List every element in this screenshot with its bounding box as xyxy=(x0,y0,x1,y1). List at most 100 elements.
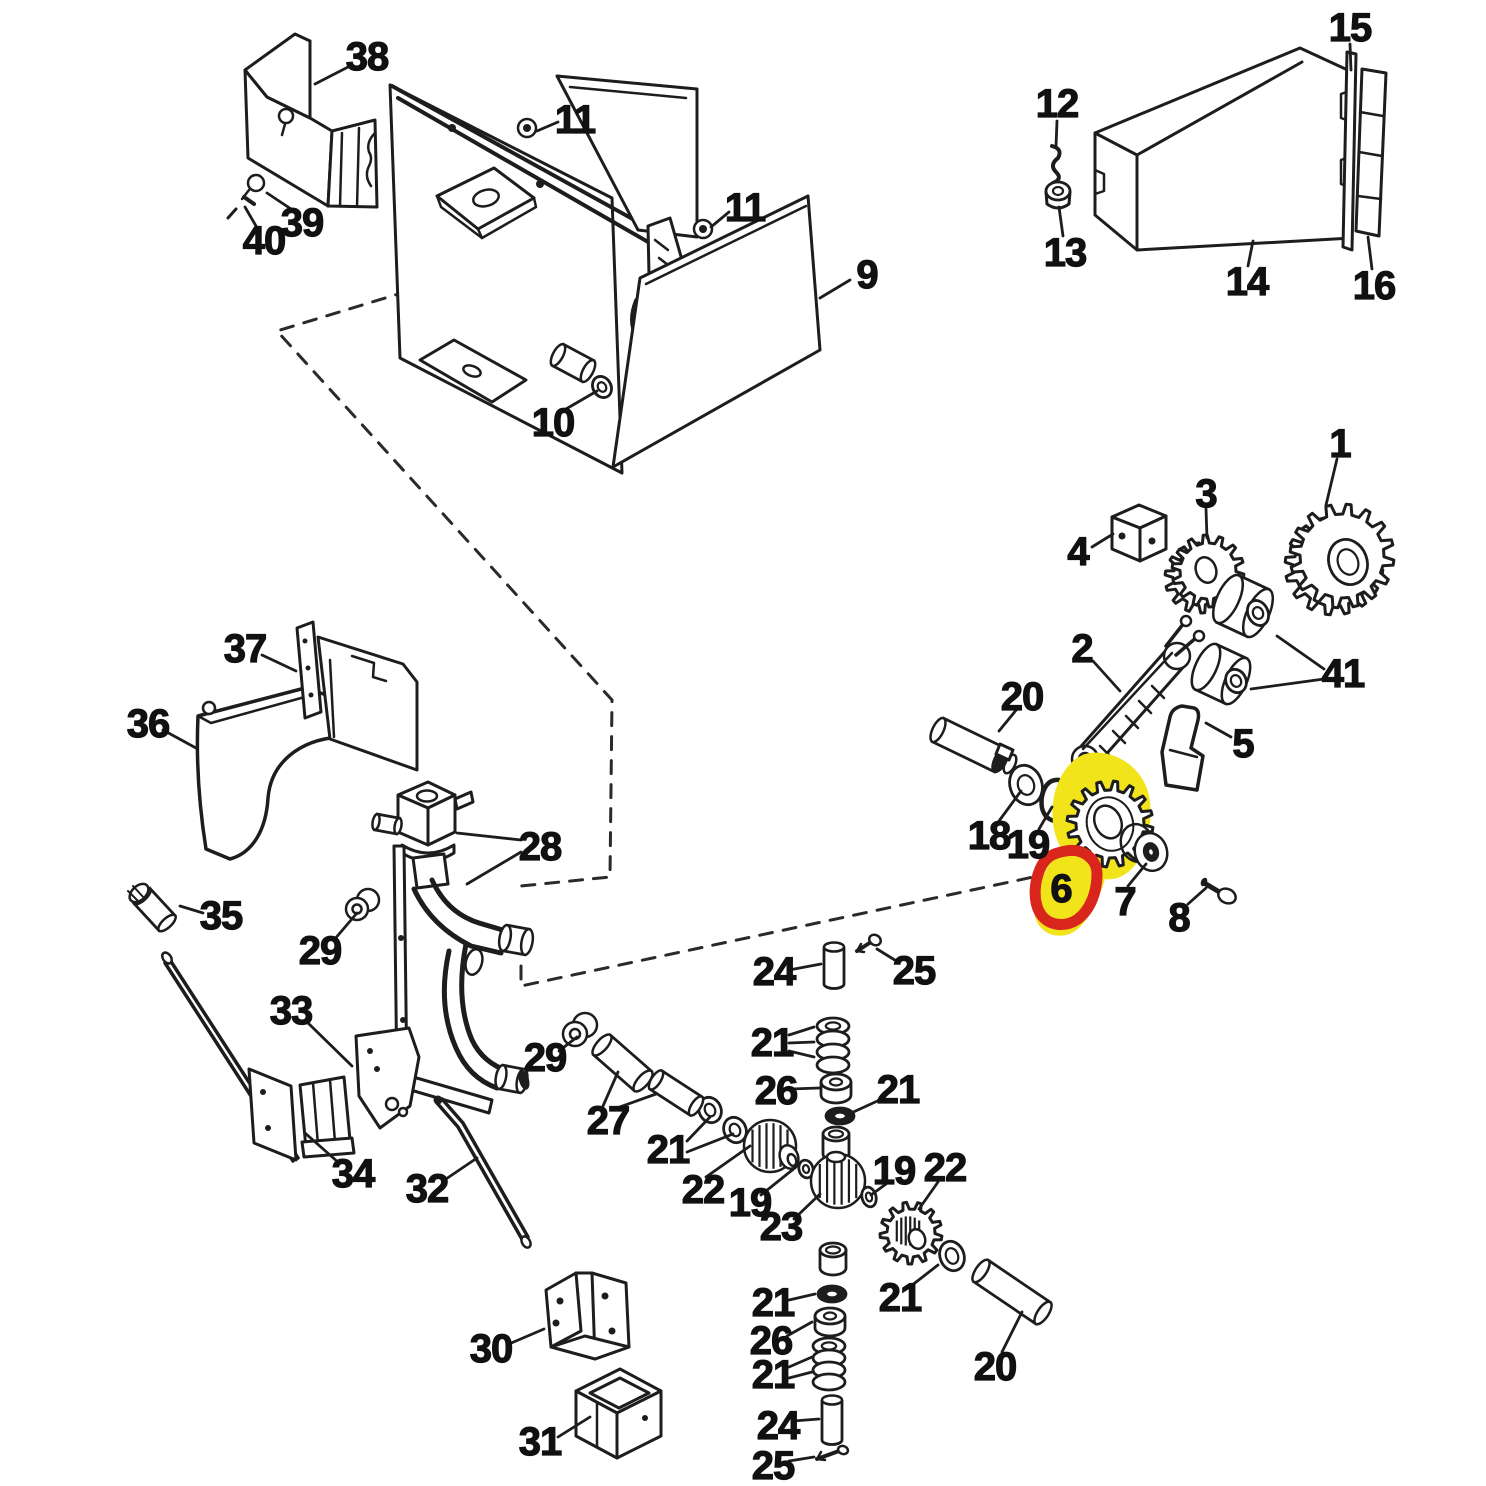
part-shape-128-hole xyxy=(824,1245,842,1255)
part-label-38-0: 38 xyxy=(346,35,389,79)
part-shape-52 xyxy=(1357,150,1384,158)
leader-line-part-19-40 xyxy=(759,1165,798,1197)
leader-line-part-24-56 xyxy=(791,1417,821,1423)
part-shape-134 xyxy=(815,1450,827,1462)
part-label-28-26: 28 xyxy=(519,825,562,869)
leader-line-part-19-21 xyxy=(1037,805,1054,831)
leader-line-part-32-37 xyxy=(441,1156,479,1183)
part-shape-111-hole xyxy=(828,1077,844,1087)
part-label-8-23: 8 xyxy=(1168,896,1190,940)
part-shape-193 xyxy=(328,1078,337,1144)
part-shape-16 xyxy=(448,124,456,132)
part-shape-53 xyxy=(1356,194,1383,201)
part-shape-189 xyxy=(260,1089,266,1095)
leader-line-part-28-25 xyxy=(465,850,523,886)
part-shape-174 xyxy=(464,948,484,976)
part-shape-176 xyxy=(518,1070,530,1090)
part-label-22-40: 22 xyxy=(682,1168,725,1212)
leader-line-part-16-11 xyxy=(1366,235,1374,271)
leader-line-part-22-44 xyxy=(917,1180,940,1211)
part-shape-30-front xyxy=(579,358,597,384)
part-shape-141 xyxy=(196,693,314,725)
part-shape-51 xyxy=(1358,110,1385,118)
leader-line-part-27-29 xyxy=(615,1092,658,1110)
part-shape-31-inner xyxy=(596,381,608,393)
part-shape-184 xyxy=(367,1048,373,1054)
part-shape-135 xyxy=(836,1444,850,1456)
part-label-21-50: 21 xyxy=(879,1276,922,1320)
part-shape-139-front xyxy=(687,1095,705,1117)
part-shape-138-front xyxy=(632,1069,654,1093)
part-shape-113-hole xyxy=(827,1129,845,1139)
leader-line-part-28-24 xyxy=(455,831,523,842)
part-shape-117 xyxy=(786,1152,798,1168)
leader-line-part-12-7 xyxy=(1054,119,1059,148)
part-shape-166 xyxy=(398,935,404,941)
part-shape-197 xyxy=(433,1095,443,1105)
leader-line-part-4-14 xyxy=(1090,532,1115,549)
part-shape-211 xyxy=(642,1415,648,1421)
part-shape-108 xyxy=(867,933,883,947)
part-shape-136-inner xyxy=(703,1102,717,1118)
part-shape-64 xyxy=(1148,537,1156,545)
part-label-5-18: 5 xyxy=(1232,722,1254,766)
part-shape-63 xyxy=(1118,532,1126,540)
part-shape-49 xyxy=(1341,50,1358,252)
leader-line-part-11-1 xyxy=(535,120,560,133)
leader-line-part-9-4 xyxy=(818,278,852,300)
part-shape-131-coil-3 xyxy=(811,1372,847,1392)
leader-line-part-37-34 xyxy=(260,653,298,673)
leader-line-part-23-41 xyxy=(792,1192,822,1221)
part-shape-87 xyxy=(1002,753,1018,775)
part-shape-79 xyxy=(1111,729,1127,745)
leader-line-part-27-28 xyxy=(601,1070,620,1108)
part-shape-203 xyxy=(556,1297,564,1305)
part-shape-139-back xyxy=(647,1069,665,1091)
part-label-16-11: 16 xyxy=(1353,264,1396,308)
part-shape-21 xyxy=(523,124,531,132)
leader-line-part-26-53 xyxy=(785,1320,814,1338)
leader-line-part-21-31 xyxy=(685,1132,735,1154)
part-shape-84 xyxy=(1168,748,1199,759)
part-shape-7 xyxy=(277,107,295,125)
part-shape-161-back xyxy=(371,812,381,832)
leader-line-part-18-20 xyxy=(997,789,1023,823)
part-shape-140 xyxy=(195,686,344,861)
part-shape-145 xyxy=(305,665,311,671)
part-shape-109 xyxy=(855,942,866,954)
leader-line-part-36-33 xyxy=(161,728,198,750)
leader-line-part-21-30 xyxy=(685,1115,712,1143)
part-shape-186 xyxy=(384,1096,400,1112)
part-shape-89-inner xyxy=(1016,774,1036,796)
leader-line-part-1-12 xyxy=(1324,457,1339,507)
part-label-27-31: 27 xyxy=(587,1099,630,1143)
part-shape-153 xyxy=(127,890,141,904)
part-shape-59 xyxy=(1194,556,1218,584)
part-shape-15 xyxy=(396,96,664,252)
part-shape-161-front xyxy=(393,816,403,836)
part-shape-144 xyxy=(302,638,308,644)
part-shape-150-front xyxy=(157,913,177,933)
part-shape-206 xyxy=(608,1327,616,1335)
part-shape-76 xyxy=(1179,614,1193,628)
part-shape-11 xyxy=(242,195,256,206)
part-label-29-28: 29 xyxy=(299,929,342,973)
part-shape-23 xyxy=(699,225,707,233)
part-label-7-22: 7 xyxy=(1114,880,1135,924)
part-label-39-4: 39 xyxy=(281,201,324,245)
part-shape-199 xyxy=(544,1271,583,1349)
part-label-15-10: 15 xyxy=(1329,6,1372,50)
part-label-29-30: 29 xyxy=(524,1036,567,1080)
part-shape-167 xyxy=(400,1017,406,1023)
part-label-4-14: 4 xyxy=(1067,530,1090,574)
part-shape-66-inner xyxy=(1251,606,1265,620)
leader-line-part-34-36 xyxy=(303,1131,341,1165)
part-label-19-43: 19 xyxy=(873,1149,916,1193)
part-shape-82 xyxy=(1150,684,1166,700)
part-shape-8 xyxy=(280,122,287,137)
part-label-21-39: 21 xyxy=(877,1068,920,1112)
leader-line-part-21-58 xyxy=(909,1263,940,1288)
part-shape-209 xyxy=(615,1389,663,1460)
leader-line-part-13-8 xyxy=(1057,205,1065,238)
